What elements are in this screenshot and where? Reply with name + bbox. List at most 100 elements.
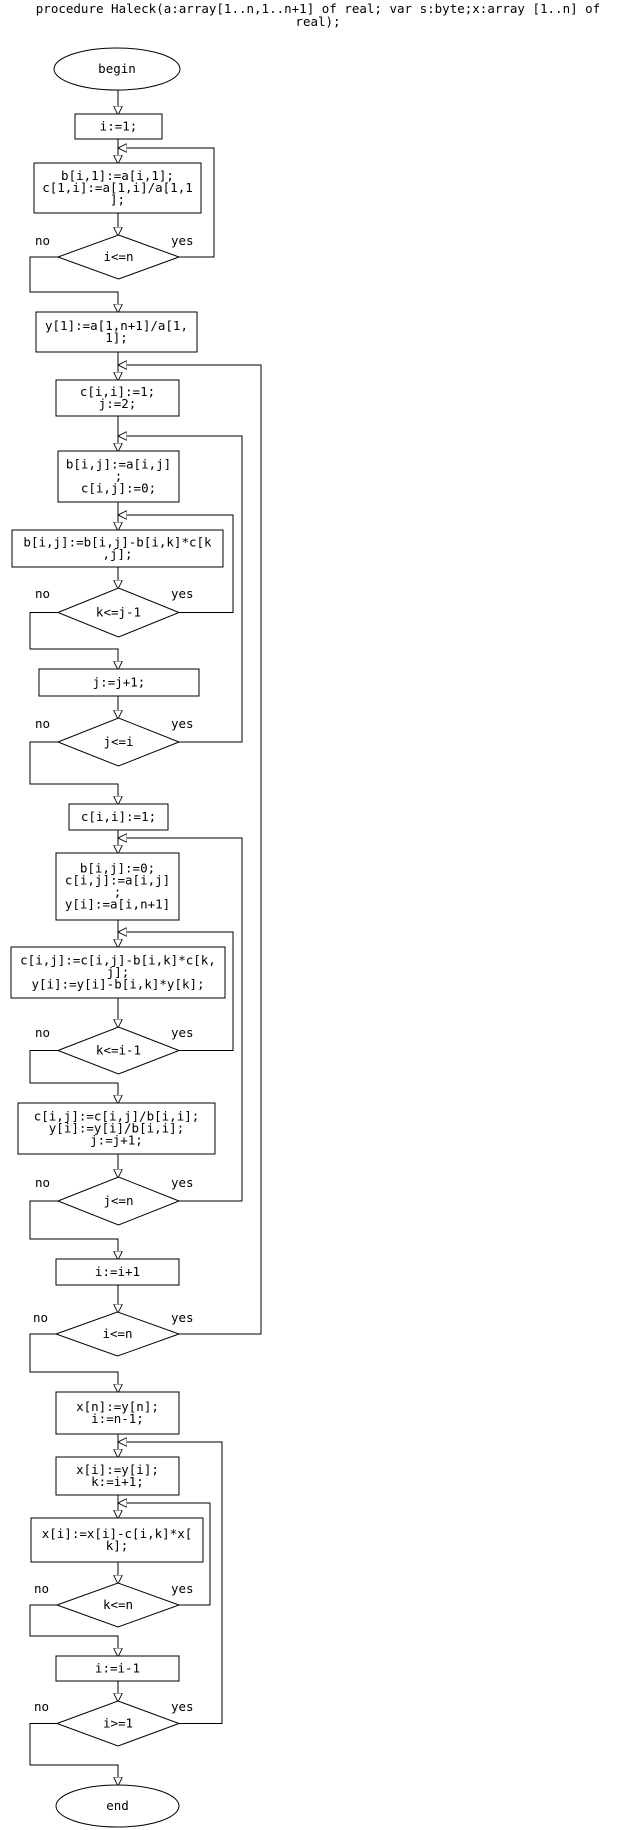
node-text: c[i,j]:=a[i,j] — [65, 873, 170, 888]
process-shape — [33, 162, 202, 214]
process-shape — [30, 1517, 204, 1563]
process-n4: c[i,i]:=1;j:=2; — [55, 379, 180, 417]
process-n14: x[i]:=y[i];k:=i+1; — [55, 1456, 180, 1496]
decision-shape — [55, 1700, 181, 1747]
no-label: no — [35, 716, 50, 731]
node-text: b[i,j]:=a[i,j] — [66, 457, 171, 472]
yes-label: yes — [171, 1581, 194, 1596]
process-shape — [55, 379, 180, 417]
node-text: j:=j+1; — [93, 675, 146, 690]
terminal-begin: begin — [53, 47, 181, 91]
process-n1: i:=1; — [74, 113, 163, 140]
flow-arrow — [119, 1442, 223, 1724]
no-label: no — [35, 1025, 50, 1040]
node-text: end — [106, 1798, 129, 1813]
node-text: c[i,i]:=1; — [81, 809, 156, 824]
flow-arrow — [119, 1503, 211, 1606]
process-n5: b[i,j]:=a[i,j];c[i,j]:=0; — [57, 450, 180, 503]
node-text: i:=i+1 — [95, 1264, 140, 1279]
process-n11: c[i,j]:=c[i,j]/b[i,i];y[i]:=y[i]/b[i,i];… — [17, 1102, 216, 1155]
decision-shape — [56, 717, 181, 767]
node-text: i<=n — [102, 1326, 132, 1341]
yes-label: yes — [171, 716, 194, 731]
process-shape — [68, 803, 169, 831]
decision-d7: k<=n — [55, 1582, 181, 1628]
decision-shape — [56, 1026, 181, 1075]
decision-d6: i<=n — [54, 1311, 181, 1357]
node-text: j<=i — [103, 734, 133, 749]
node-text: c[1,i]:=a[1,i]/a[1,1 — [42, 180, 193, 195]
process-shape — [55, 852, 180, 921]
node-text: x[i]:=y[i]; — [76, 1462, 159, 1477]
no-label: no — [34, 1699, 49, 1714]
node-text: j:=j+1; — [90, 1133, 143, 1148]
node-text: b[i,1]:=a[i,1]; — [61, 168, 174, 183]
flow-arrow — [119, 365, 262, 1335]
decision-d4: k<=i-1 — [56, 1026, 181, 1075]
node-text: y[i]:=a[i,n+1] — [65, 897, 170, 912]
node-text: y[1]:=a[1,n+1]/a[1, — [45, 318, 188, 333]
node-text: j<=n — [103, 1193, 133, 1208]
flow-arrow — [119, 436, 243, 743]
yes-label: yes — [171, 1025, 194, 1040]
node-text: i:=1; — [100, 119, 138, 134]
process-n15: x[i]:=x[i]-c[i,k]*x[k]; — [30, 1517, 204, 1563]
yes-label: yes — [171, 1310, 194, 1325]
no-label: no — [34, 1581, 49, 1596]
no-label: no — [35, 1175, 50, 1190]
flow-arrow — [119, 838, 243, 1202]
decision-d3: j<=i — [56, 717, 181, 767]
node-text: c[i,j]:=0; — [81, 481, 156, 496]
process-shape — [10, 946, 226, 999]
node-text: c[i,i]:=1; — [80, 384, 155, 399]
yes-label: yes — [171, 233, 194, 248]
process-shape — [55, 1456, 180, 1496]
process-shape — [38, 668, 200, 697]
flow-edges — [29, 90, 262, 1786]
flow-arrow — [29, 1604, 118, 1656]
node-text: y[i]:=y[i]/b[i,i]; — [49, 1121, 184, 1136]
node-text: i<=n — [103, 249, 133, 264]
no-label: no — [35, 586, 50, 601]
process-n3: y[1]:=a[1,n+1]/a[1,1]; — [35, 311, 198, 353]
flow-nodes: begin i:=1; b[i,1]:=a[i,1];c[1,i]:=a[1,i]/… — [10, 47, 226, 1828]
process-n2: b[i,1]:=a[i,1];c[1,i]:=a[1,i]/a[1,1]; — [33, 162, 202, 214]
process-shape — [55, 1655, 180, 1682]
yes-label: yes — [171, 1175, 194, 1190]
node-text: b[i,j]:=b[i,j]-b[i,k]*c[k — [23, 535, 212, 550]
decision-d2: k<=j-1 — [56, 587, 181, 638]
node-text: x[n]:=y[n]; — [76, 1399, 159, 1414]
node-text: y[i]:=y[i]-b[i,k]*y[k]; — [31, 977, 204, 992]
decision-shape — [55, 1582, 181, 1628]
process-n9: b[i,j]:=0;c[i,j]:=a[i,j];y[i]:=a[i,n+1] — [55, 852, 180, 921]
node-text: k<=n — [103, 1597, 133, 1612]
process-shape — [55, 1391, 180, 1435]
decision-d1: i<=n — [56, 234, 181, 280]
node-text: k]; — [106, 1538, 129, 1553]
decision-d8: i>=1 — [55, 1700, 181, 1747]
node-text: x[i]:=x[i]-c[i,k]*x[ — [42, 1526, 193, 1541]
terminal-shape — [55, 1784, 180, 1828]
node-text: j:=2; — [99, 396, 137, 411]
decision-shape — [56, 234, 181, 280]
procedure-signature-line1: procedure Haleck(a:array[1..n,1..n+1] of… — [36, 1, 600, 16]
process-n7: j:=j+1; — [38, 668, 200, 697]
procedure-signature-line2: real); — [295, 14, 340, 29]
node-text: ,j]; — [102, 547, 132, 562]
flow-arrow — [29, 1333, 118, 1392]
decision-shape — [54, 1311, 181, 1357]
flow-arrow — [29, 612, 118, 670]
decision-shape — [56, 587, 181, 638]
node-text: ; — [114, 885, 122, 900]
node-text: c[i,j]:=c[i,j]/b[i,i]; — [34, 1109, 200, 1124]
node-text: ; — [115, 469, 123, 484]
no-label: no — [33, 1310, 48, 1325]
process-shape — [55, 1258, 180, 1286]
flow-arrow — [29, 1723, 118, 1786]
node-text: i:=i-1 — [95, 1661, 140, 1676]
flow-arrow — [29, 256, 118, 312]
process-shape — [57, 450, 180, 503]
node-text: k<=i-1 — [96, 1043, 141, 1058]
terminal-end: end — [55, 1784, 180, 1828]
